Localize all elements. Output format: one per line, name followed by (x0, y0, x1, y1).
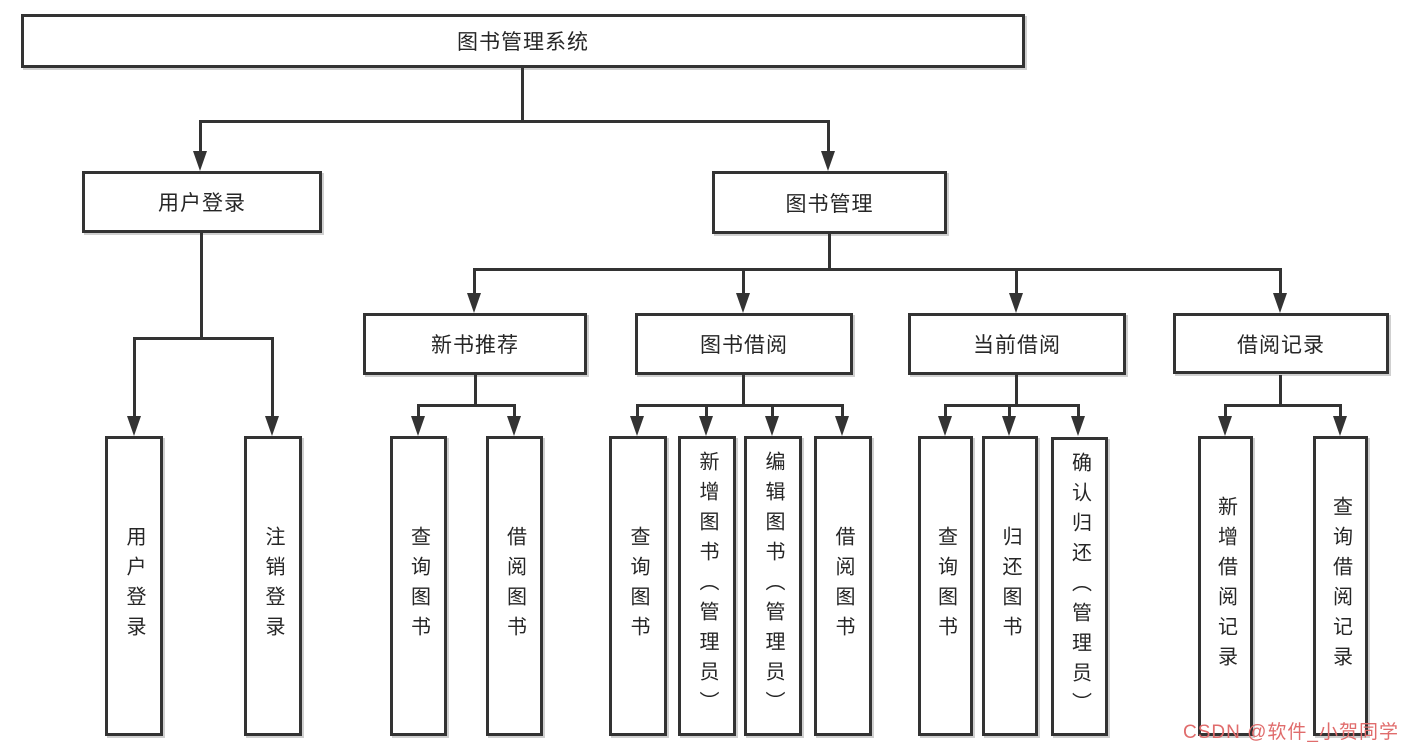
arrow-down-icon (1002, 416, 1016, 436)
connector-line (1077, 404, 1080, 418)
leaf-borrow-book-recommend: 借阅图书 (486, 436, 543, 736)
arrow-down-icon (736, 293, 750, 313)
leaf-return-book: 归还图书 (982, 436, 1038, 736)
leaf-query-borrow-record: 查询借阅记录 (1313, 436, 1368, 736)
connector-line (417, 404, 420, 418)
connector-line (827, 120, 830, 153)
connector-line (1008, 404, 1011, 418)
leaf-confirm-return-admin-label: 确认归还（管理员） (1068, 451, 1091, 722)
leaf-borrow-book: 借阅图书 (814, 436, 872, 736)
node-new-book-recommend-label: 新书推荐 (431, 334, 519, 357)
node-current-borrow-label: 当前借阅 (973, 334, 1061, 357)
node-borrow-record-label: 借阅记录 (1237, 333, 1325, 357)
node-book-management-label: 图书管理 (785, 192, 874, 216)
arrow-down-icon (630, 416, 644, 436)
connector-line (771, 404, 774, 418)
node-borrow-record: 借阅记录 (1173, 313, 1389, 374)
arrow-down-icon (765, 416, 779, 436)
leaf-user-login-label: 用户登录 (123, 526, 145, 646)
node-current-borrow: 当前借阅 (908, 313, 1126, 375)
leaf-query-book-borrow-label: 查询图书 (627, 526, 649, 646)
node-user-login-label: 用户登录 (158, 192, 246, 215)
leaf-edit-book-admin-label: 编辑图书（管理员） (762, 451, 784, 721)
connector-line (1224, 404, 1227, 418)
connector-line (474, 375, 477, 407)
connector-line (828, 234, 831, 270)
arrow-down-icon (507, 416, 521, 436)
connector-line (944, 404, 947, 418)
connector-line (841, 404, 844, 418)
connector-line (1224, 404, 1342, 407)
connector-line (521, 68, 524, 121)
arrow-down-icon (835, 416, 849, 436)
connector-line (199, 120, 202, 153)
node-book-borrow-label: 图书借阅 (700, 334, 788, 357)
node-book-borrow: 图书借阅 (635, 313, 853, 375)
arrow-down-icon (821, 151, 835, 171)
leaf-add-borrow-record-label: 新增借阅记录 (1214, 496, 1237, 676)
leaf-add-borrow-record: 新增借阅记录 (1198, 436, 1253, 736)
connector-line (742, 375, 745, 407)
arrow-down-icon (1009, 293, 1023, 313)
leaf-add-book-admin: 新增图书（管理员） (678, 436, 736, 736)
connector-line (705, 404, 708, 418)
connector-line (473, 268, 476, 295)
leaf-logout-login: 注销登录 (244, 436, 302, 736)
leaf-query-book-recommend-label: 查询图书 (407, 526, 430, 646)
connector-line (1339, 404, 1342, 418)
arrow-down-icon (193, 151, 207, 171)
arrow-down-icon (265, 416, 279, 436)
connector-line (513, 404, 516, 418)
leaf-return-book-label: 归还图书 (999, 526, 1021, 646)
connector-line (1015, 375, 1018, 407)
connector-line (636, 404, 844, 407)
leaf-borrow-book-recommend-label: 借阅图书 (503, 526, 526, 646)
arrow-down-icon (127, 416, 141, 436)
connector-line (944, 404, 1080, 407)
node-new-book-recommend: 新书推荐 (363, 313, 587, 375)
leaf-add-book-admin-label: 新增图书（管理员） (696, 451, 718, 721)
arrow-down-icon (938, 416, 952, 436)
arrow-down-icon (1333, 416, 1347, 436)
connector-line (199, 120, 830, 123)
connector-line (133, 337, 136, 418)
arrow-down-icon (1071, 416, 1085, 436)
connector-line (1279, 268, 1282, 295)
connector-line (742, 268, 745, 295)
arrow-down-icon (699, 416, 713, 436)
leaf-query-book-recommend: 查询图书 (390, 436, 447, 736)
node-user-login: 用户登录 (82, 171, 322, 233)
connector-line (417, 404, 516, 407)
arrow-down-icon (467, 293, 481, 313)
connector-line (200, 233, 203, 340)
leaf-edit-book-admin: 编辑图书（管理员） (744, 436, 802, 736)
leaf-query-borrow-record-label: 查询借阅记录 (1329, 496, 1352, 676)
node-root: 图书管理系统 (21, 14, 1025, 68)
connector-line (636, 404, 639, 418)
leaf-query-book-current-label: 查询图书 (934, 526, 957, 646)
arrow-down-icon (1273, 293, 1287, 313)
leaf-borrow-book-label: 借阅图书 (832, 526, 854, 646)
node-book-management: 图书管理 (712, 171, 947, 234)
node-root-label: 图书管理系统 (457, 31, 589, 54)
leaf-query-book-current: 查询图书 (918, 436, 973, 736)
leaf-query-book-borrow: 查询图书 (609, 436, 667, 736)
leaf-logout-login-label: 注销登录 (262, 526, 284, 646)
connector-line (474, 268, 1282, 271)
arrow-down-icon (411, 416, 425, 436)
leaf-user-login: 用户登录 (105, 436, 163, 736)
connector-line (1015, 268, 1018, 295)
arrow-down-icon (1218, 416, 1232, 436)
connector-line (1279, 375, 1282, 407)
watermark: CSDN @软件_小贺同学 (1183, 722, 1399, 743)
connector-line (133, 337, 274, 340)
leaf-confirm-return-admin: 确认归还（管理员） (1051, 437, 1108, 736)
connector-line (271, 337, 274, 418)
